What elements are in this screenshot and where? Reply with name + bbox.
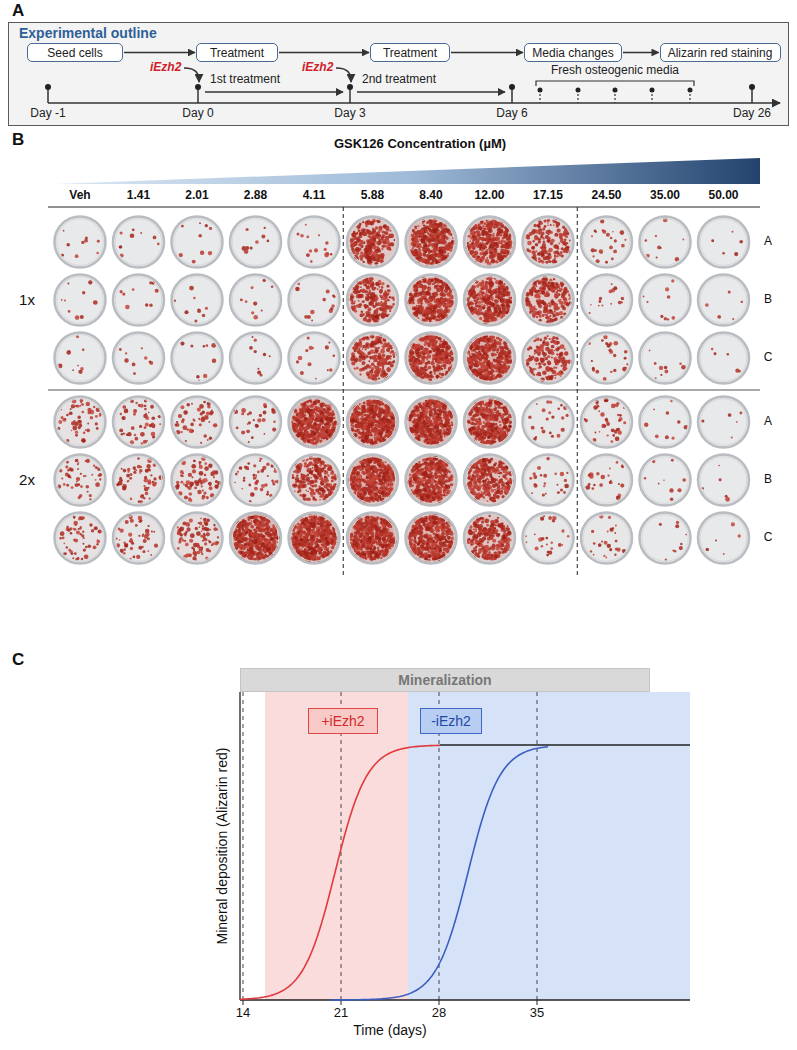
figure: Experimental outlineSeed cellsTreatmentT… — [0, 0, 797, 1050]
